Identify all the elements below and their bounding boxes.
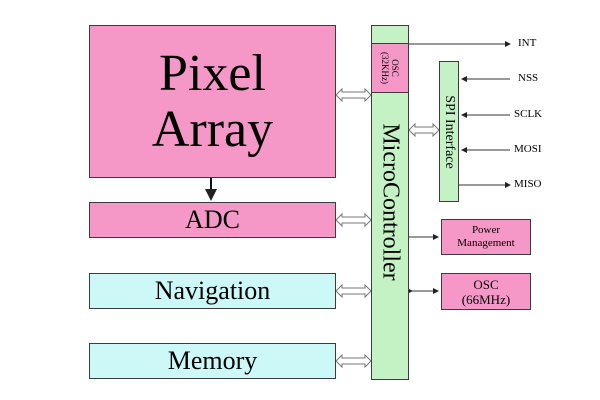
adc-mcu-bus bbox=[335, 212, 372, 228]
pixel-array-line-2: Array bbox=[151, 100, 274, 158]
osc-32khz-block bbox=[371, 43, 409, 93]
spi-interface-block bbox=[439, 61, 459, 202]
signal-nss: NSS bbox=[518, 72, 539, 84]
signal-mosi: MOSI bbox=[514, 143, 542, 155]
mcu-spi-bus bbox=[408, 122, 440, 138]
power-management-line-2: Management bbox=[457, 237, 515, 249]
navigation-block: Navigation bbox=[89, 273, 336, 309]
osc-32khz-label: OSC (32KHz) bbox=[380, 52, 400, 84]
pixel-array-line-1: Pixel bbox=[159, 44, 266, 102]
memory-mcu-bus bbox=[335, 353, 372, 369]
navigation-label: Navigation bbox=[154, 276, 271, 305]
spi-interface-label: SPI Interface bbox=[442, 95, 457, 169]
memory-label: Memory bbox=[167, 346, 258, 375]
navigation-mcu-bus bbox=[335, 283, 372, 299]
pixel-mcu-bus bbox=[335, 87, 372, 103]
osc-32khz-line-2: (32KHz) bbox=[380, 52, 390, 84]
osc-32khz-line-1: OSC bbox=[390, 59, 400, 77]
adc-block: ADC bbox=[89, 202, 336, 238]
microcontroller-label: MicroController bbox=[377, 123, 404, 281]
osc-66mhz-line-2: (66MHz) bbox=[461, 291, 511, 307]
pixel-array-block: Pixel Array bbox=[89, 25, 336, 178]
power-management-block: Power Management bbox=[441, 219, 531, 255]
power-management-line-1: Power bbox=[471, 224, 501, 236]
signal-miso: MISO bbox=[514, 178, 542, 190]
osc-66mhz-block: OSC (66MHz) bbox=[441, 273, 531, 310]
signal-sclk: SCLK bbox=[514, 108, 543, 120]
signal-int: INT bbox=[518, 37, 537, 49]
memory-block: Memory bbox=[89, 343, 336, 379]
osc-66mhz-line-1: OSC bbox=[473, 276, 499, 292]
adc-label: ADC bbox=[185, 205, 240, 234]
